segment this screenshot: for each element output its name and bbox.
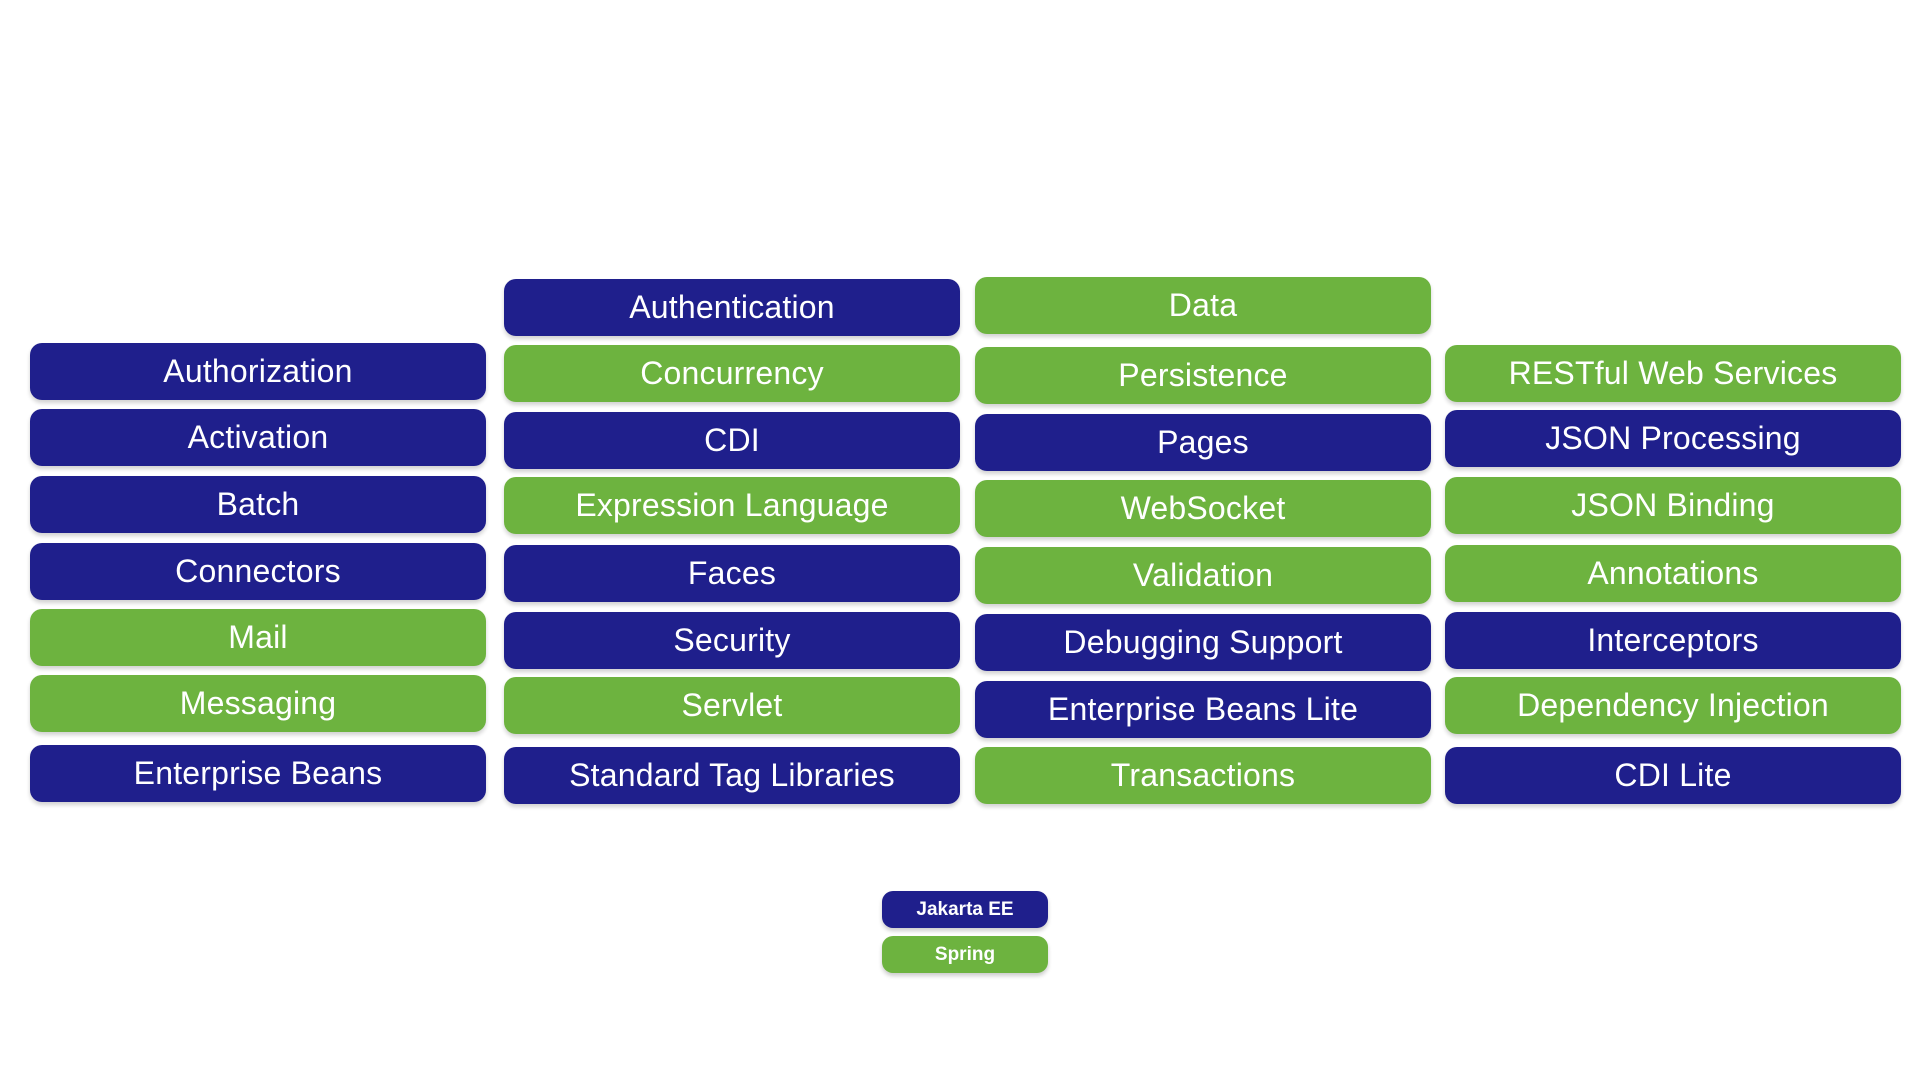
spec-json-binding: JSON Binding: [1445, 477, 1901, 534]
spec-json-processing: JSON Processing: [1445, 410, 1901, 467]
spec-mail: Mail: [30, 609, 486, 666]
spec-security: Security: [504, 612, 960, 669]
spec-debugging-support: Debugging Support: [975, 614, 1431, 671]
spec-persistence: Persistence: [975, 347, 1431, 404]
legend-item-spring: Spring: [882, 936, 1048, 973]
spec-validation: Validation: [975, 547, 1431, 604]
spec-transactions: Transactions: [975, 747, 1431, 804]
spec-enterprise-beans: Enterprise Beans: [30, 745, 486, 802]
spec-websocket: WebSocket: [975, 480, 1431, 537]
spec-enterprise-beans-lite: Enterprise Beans Lite: [975, 681, 1431, 738]
spec-expression-language: Expression Language: [504, 477, 960, 534]
spec-authentication: Authentication: [504, 279, 960, 336]
legend-item-jakarta: Jakarta EE: [882, 891, 1048, 928]
spec-concurrency: Concurrency: [504, 345, 960, 402]
spec-messaging: Messaging: [30, 675, 486, 732]
spec-cdi-lite: CDI Lite: [1445, 747, 1901, 804]
spec-interceptors: Interceptors: [1445, 612, 1901, 669]
spec-standard-tag-libraries: Standard Tag Libraries: [504, 747, 960, 804]
spec-dependency-injection: Dependency Injection: [1445, 677, 1901, 734]
spec-restful-web-services: RESTful Web Services: [1445, 345, 1901, 402]
spec-annotations: Annotations: [1445, 545, 1901, 602]
spec-data: Data: [975, 277, 1431, 334]
spec-faces: Faces: [504, 545, 960, 602]
spec-pages: Pages: [975, 414, 1431, 471]
spec-servlet: Servlet: [504, 677, 960, 734]
spec-cdi: CDI: [504, 412, 960, 469]
spec-authorization: Authorization: [30, 343, 486, 400]
legend: Jakarta EE Spring: [882, 891, 1048, 981]
spec-activation: Activation: [30, 409, 486, 466]
spec-connectors: Connectors: [30, 543, 486, 600]
spec-batch: Batch: [30, 476, 486, 533]
